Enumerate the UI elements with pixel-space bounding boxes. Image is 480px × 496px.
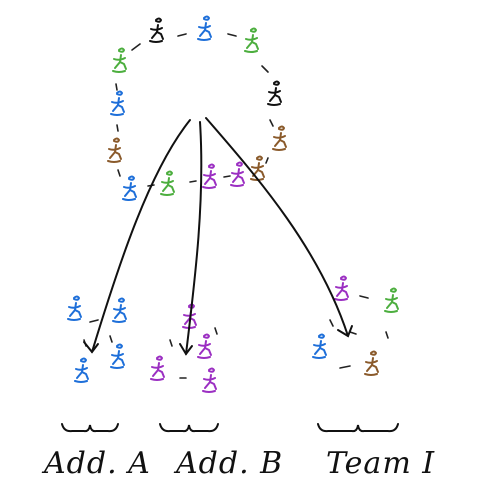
connector-dash <box>177 33 187 37</box>
underbrace-icon <box>61 423 119 433</box>
connector-dash <box>223 175 231 178</box>
person-figure-icon <box>110 90 125 116</box>
arrow-icon <box>179 121 203 356</box>
person-figure-icon <box>230 161 245 187</box>
connector-dash <box>131 43 141 51</box>
person-figure-icon <box>250 155 265 181</box>
person-figure-icon <box>112 47 127 73</box>
people-layer <box>67 15 399 393</box>
connector-dash <box>116 124 119 132</box>
connector-dash <box>109 335 113 343</box>
brackets-layer <box>61 423 399 433</box>
caption-add-b: Add. B <box>176 446 284 481</box>
connector-dash <box>359 295 369 299</box>
connector-dash <box>349 331 357 335</box>
caption-add-a: Add. A <box>44 446 151 481</box>
connector-dash <box>385 331 389 339</box>
connector-dash <box>117 169 121 177</box>
person-figure-icon <box>110 343 125 369</box>
person-figure-icon <box>149 17 164 43</box>
person-figure-icon <box>112 297 127 323</box>
person-figure-icon <box>272 125 287 151</box>
person-figure-icon <box>67 295 82 321</box>
person-figure-icon <box>150 355 165 381</box>
person-figure-icon <box>364 350 379 376</box>
person-figure-icon <box>107 137 122 163</box>
connector-dash <box>261 65 269 73</box>
connector-dash <box>339 365 351 369</box>
connector-dash <box>189 180 197 183</box>
caption-team-i: Team I <box>326 446 436 481</box>
person-figure-icon <box>267 80 282 106</box>
person-figure-icon <box>160 170 175 196</box>
person-figure-icon <box>312 333 327 359</box>
underbrace-icon <box>317 423 399 433</box>
person-figure-icon <box>384 287 399 313</box>
connector-dash <box>329 319 334 327</box>
person-figure-icon <box>244 27 259 53</box>
connector-dash <box>89 319 99 323</box>
underbrace-icon <box>159 423 219 433</box>
person-figure-icon <box>197 333 212 359</box>
person-figure-icon <box>122 175 137 201</box>
connector-dash <box>227 33 237 37</box>
person-figure-icon <box>334 275 349 301</box>
person-figure-icon <box>74 357 89 383</box>
connector-dash <box>169 339 173 347</box>
arrows-layer <box>83 117 353 356</box>
arrow-icon <box>205 117 353 338</box>
person-figure-icon <box>202 163 217 189</box>
connector-dash <box>214 327 218 335</box>
connector-dash <box>115 83 118 91</box>
person-figure-icon <box>197 15 212 41</box>
arrow-icon <box>83 119 191 354</box>
connector-dashes <box>83 33 389 379</box>
connector-dash <box>265 157 269 164</box>
connector-dash <box>269 119 274 127</box>
person-figure-icon <box>202 367 217 393</box>
